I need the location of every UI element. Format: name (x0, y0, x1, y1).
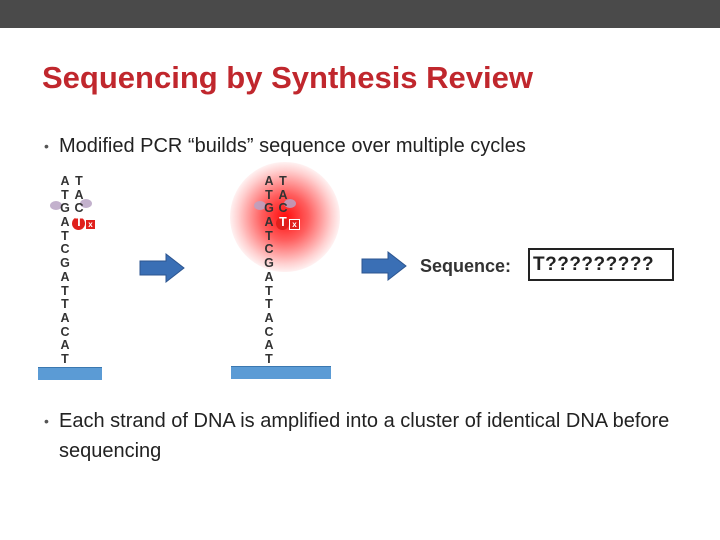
template-column: A T G A T C G A T T A C A T (262, 174, 276, 367)
base: C (264, 242, 274, 257)
polymerase-blob (80, 199, 92, 208)
base: T (265, 283, 273, 298)
base: T (279, 174, 287, 188)
fluorescent-tag: x (289, 219, 300, 230)
base: A (278, 187, 288, 202)
polymerase-blob (50, 201, 62, 210)
arrow-right-icon (139, 252, 185, 284)
bullet-glyph: • (44, 413, 49, 429)
polymerase-blob (254, 201, 266, 210)
template-column: A T G A T C G A T T A C A T (58, 174, 72, 367)
slide-title: Sequencing by Synthesis Review (42, 60, 533, 95)
base: T (61, 351, 69, 366)
sequence-label: Sequence: (420, 256, 512, 276)
fluorescent-tag: x (85, 219, 96, 230)
base: G (264, 256, 274, 271)
base: C (60, 324, 70, 339)
sequence-readout: T????????? (528, 248, 674, 281)
base: G (264, 201, 274, 216)
base: T (61, 297, 69, 312)
base-incorporated: T (75, 215, 83, 230)
base: A (264, 338, 274, 353)
base: A (60, 269, 70, 284)
base: G (60, 201, 70, 216)
flow-cell-surface (38, 367, 102, 380)
base: A (74, 187, 84, 202)
incorporated-base-marker (72, 217, 85, 230)
base: A (264, 215, 274, 230)
base: C (60, 242, 70, 257)
arrow-right-icon (361, 250, 407, 282)
base: A (60, 310, 70, 325)
base: T (265, 297, 273, 312)
base: T (265, 187, 273, 202)
base: A (60, 215, 70, 230)
base: A (60, 338, 70, 353)
incorporated-base-marker (276, 217, 289, 230)
base: T (265, 228, 273, 243)
synthesized-column: T A C T (276, 174, 290, 230)
base: T (265, 351, 273, 366)
base: T (61, 187, 69, 202)
base: T (75, 174, 83, 188)
base: A (264, 310, 274, 325)
base: A (60, 174, 70, 188)
synthesized-column: T A C T (72, 174, 86, 230)
bullet-2-text: Each strand of DNA is amplified into a c… (59, 410, 670, 462)
base: G (60, 256, 70, 271)
bullet-1: • Modified PCR “builds” sequence over mu… (44, 131, 684, 161)
base: T (61, 283, 69, 298)
base: A (264, 269, 274, 284)
bullet-1-text: Modified PCR “builds” sequence over mult… (59, 135, 526, 157)
base: C (278, 201, 288, 216)
base: C (74, 201, 84, 216)
base: C (264, 324, 274, 339)
polymerase-blob (284, 199, 296, 208)
top-bar (0, 0, 720, 28)
flow-cell-surface (231, 366, 331, 379)
bullet-glyph: • (44, 138, 49, 154)
base: T (61, 228, 69, 243)
base: A (264, 174, 274, 188)
base-incorporated: T (279, 215, 287, 230)
bullet-2: • Each strand of DNA is amplified into a… (44, 406, 684, 466)
